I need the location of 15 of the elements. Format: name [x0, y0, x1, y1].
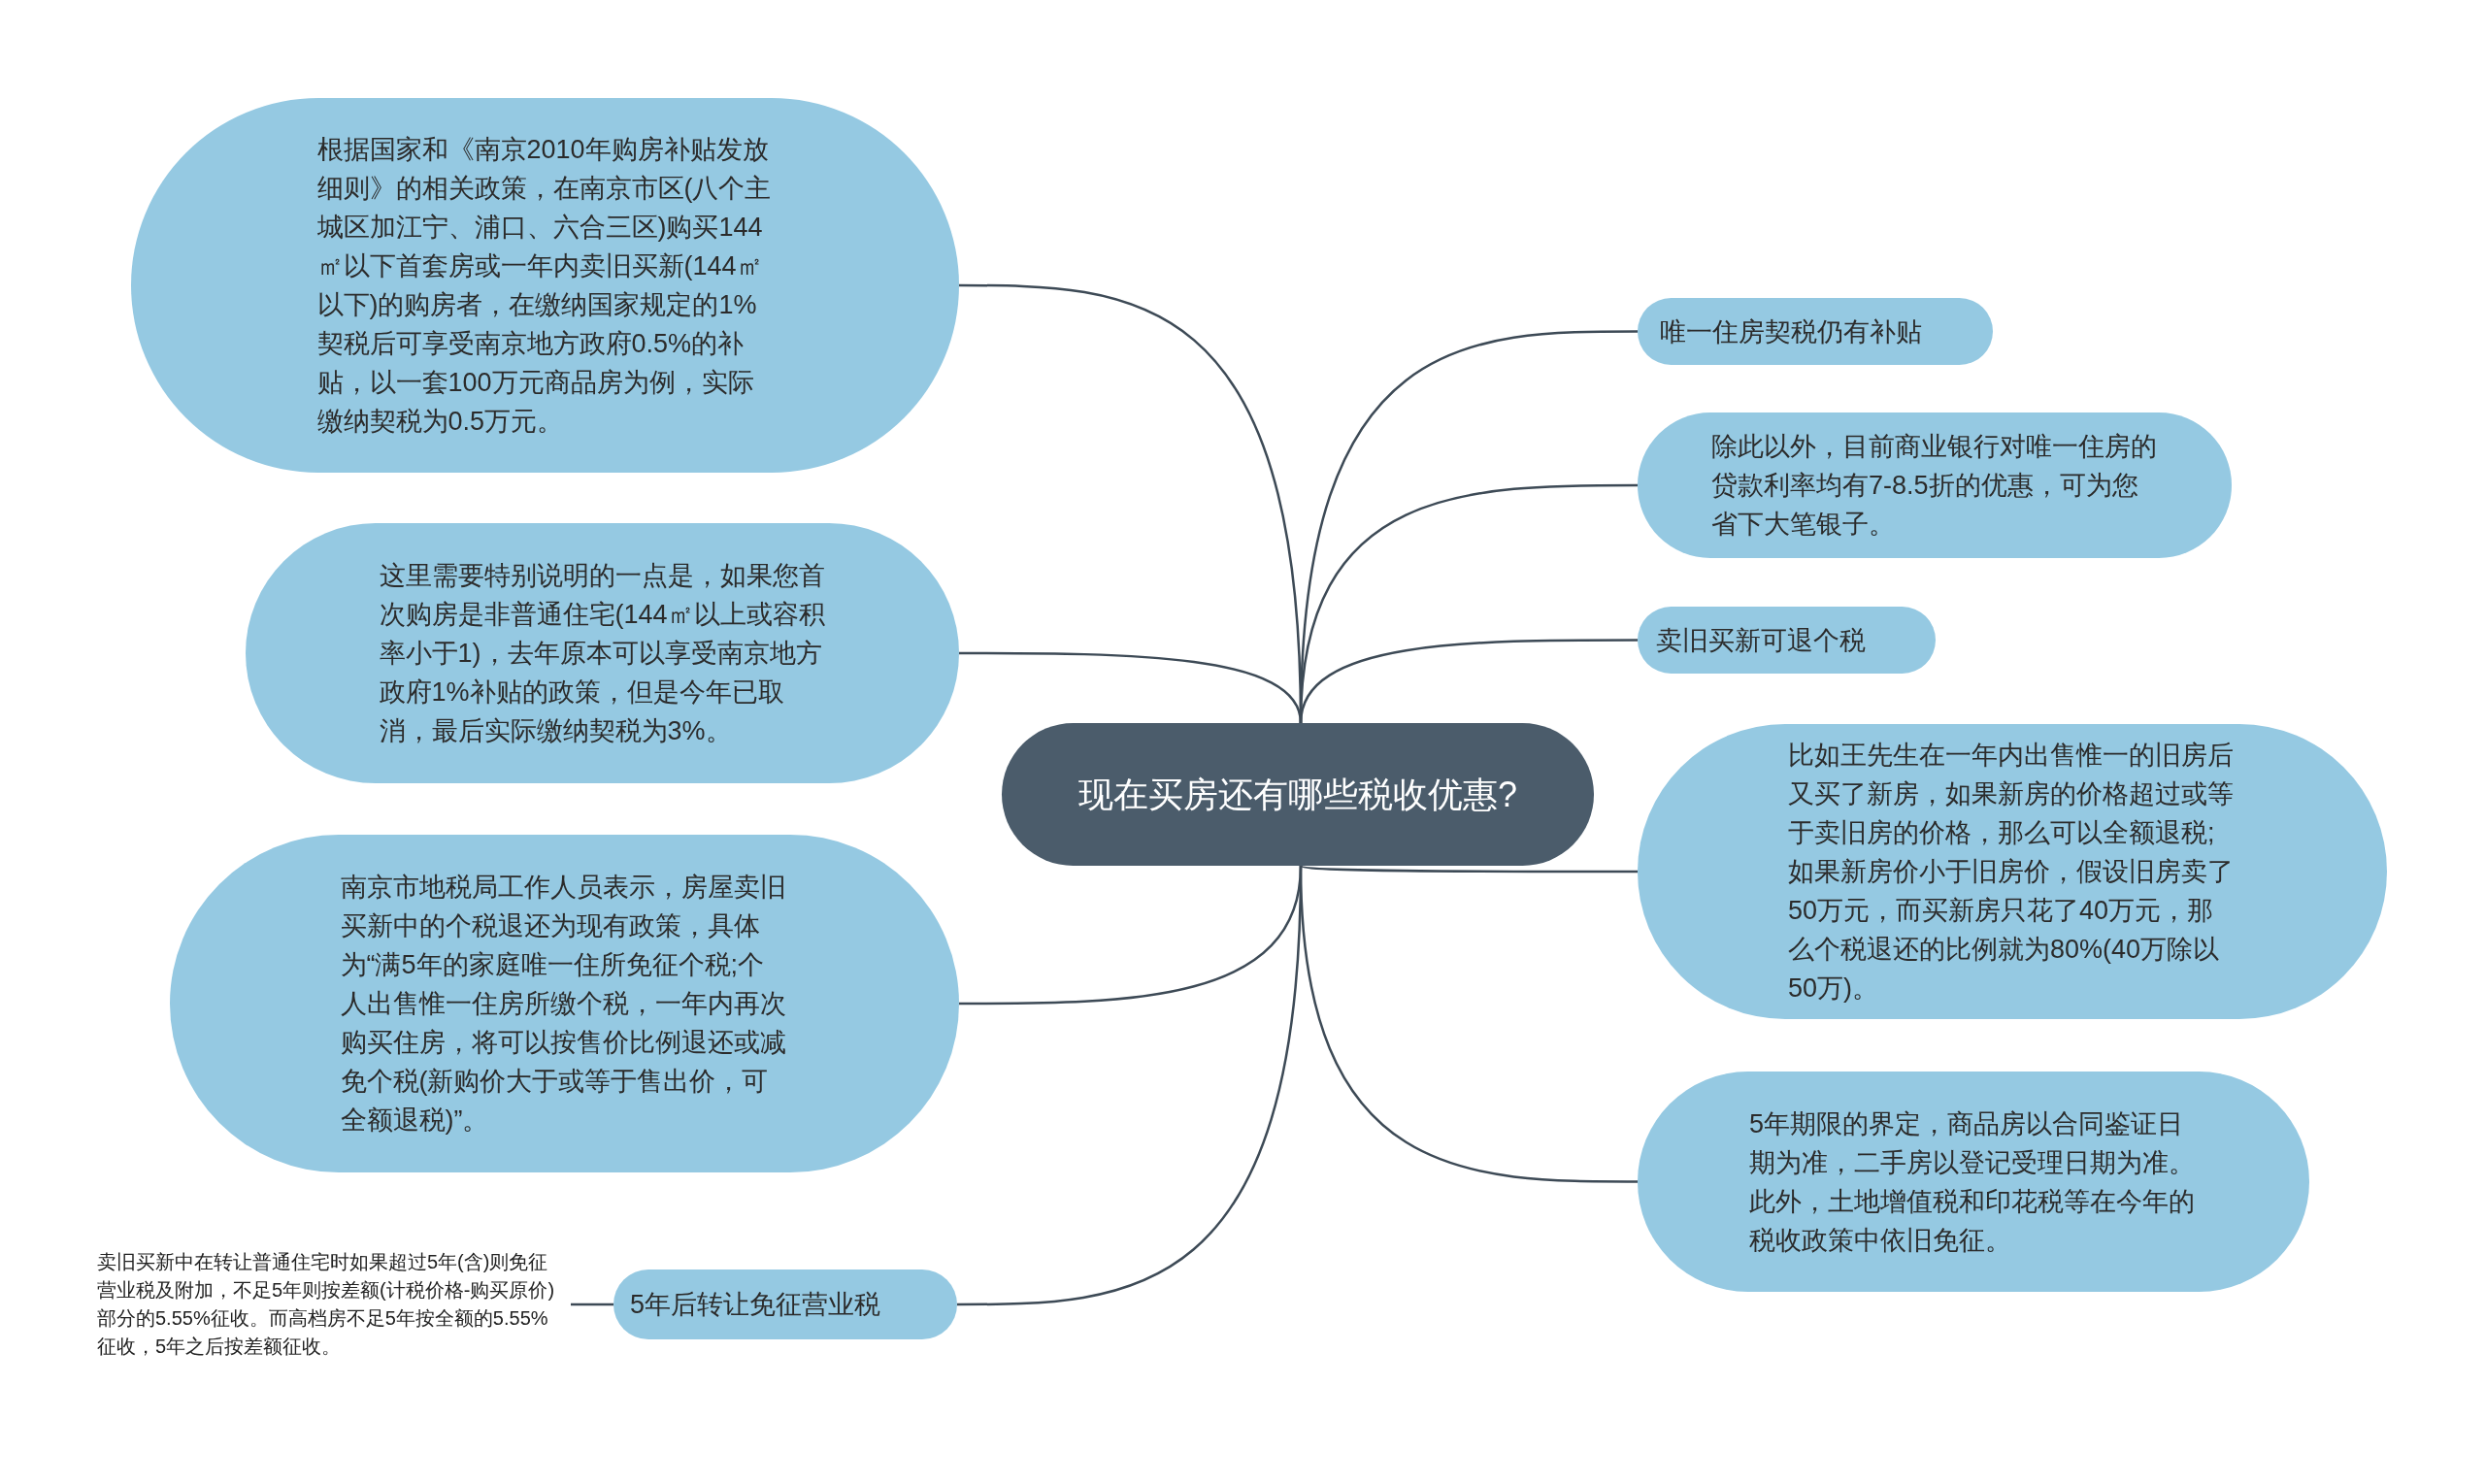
connector-line	[1300, 864, 1638, 874]
topic-text: 卖旧买新可退个税	[1655, 624, 1867, 657]
topic-text: 根据国家和《南京2010年购房补贴发放细则》的相关政策，在南京市区(八个主城区加江宁、浦口、六合三区)购买144㎡以下首套房或一年内卖旧买新(144㎡以下)的购房者，在缴纳国家规定的1%契税后可享受南京地方政府0.5%的补贴，以一套100万元商品房为例，实际缴纳契税为0.5万元。	[316, 134, 773, 438]
topic-text: 除此以外，目前商业银行对唯一住房的贷款利率均有7-8.5折的优惠，可为您省下大笔银子。	[1711, 431, 2158, 541]
topic-text: 卖旧买新中在转让普通住宅时如果超过5年(含)则免征营业税及附加，不足5年则按差额(计税价格-购买原价)部分的5.55%征收。而高档房不足5年按全额的5.55%征收，5年之后按差额征收。	[97, 1250, 556, 1359]
topic-title: 现在买房还有哪些税收优惠?	[1077, 773, 1518, 816]
topic-text: 5年期限的界定，商品房以合同鉴证日期为准，二手房以登记受理日期为准。此外，土地增值税和印花税等在今年的税收政策中依旧免征。	[1749, 1107, 2196, 1257]
topic-text: 唯一住房契税仍有补贴	[1660, 315, 1923, 348]
topic-text: 比如王先生在一年内出售惟一的旧房后又买了新房，如果新房的价格超过或等于卖旧房的价格，那么可以全额退税;如果新房价小于旧房价，假设旧房卖了50万元，而买新房只花了40万元，那么个税退还的比例就为80%(40万除以50万)。	[1788, 740, 2235, 1005]
topic-text: 5年后转让免征营业税	[630, 1289, 882, 1321]
topic-text: 这里需要特别说明的一点是，如果您首次购房是非普通住宅(144㎡以上或容积率小于1)，去年原本可以享受南京地方政府1%补贴的政策，但是今年已取消，最后实际缴纳契税为3%。	[379, 560, 826, 747]
topic-text: 南京市地税局工作人员表示，房屋卖旧买新中的个税退还为现有政策，具体为“满5年的家庭唯一住所免征个税;个人出售惟一住房所缴个税，一年内再次购买住房，将可以按售价比例退还或减免个税(新购价大于或等于售出价，可全额退税)”。	[340, 872, 787, 1137]
connector-line	[1299, 639, 1638, 724]
connector-line	[1299, 865, 1638, 1183]
connector-line	[571, 1303, 613, 1306]
